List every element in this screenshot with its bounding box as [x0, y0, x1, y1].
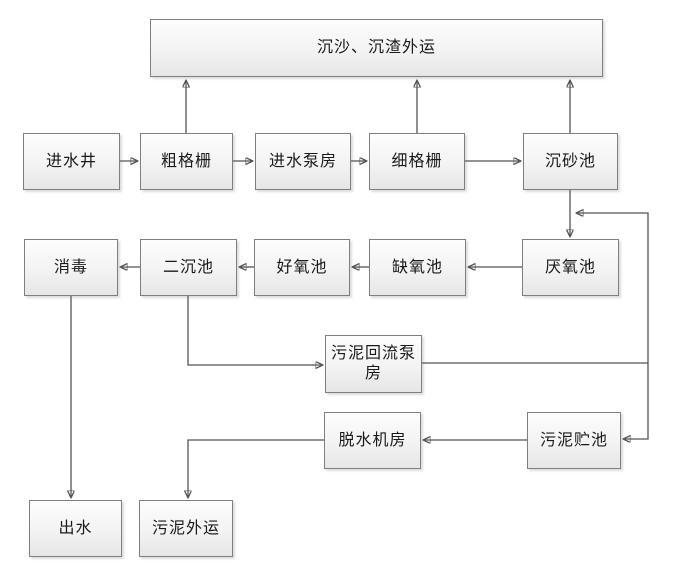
node-fine-screen: 细格栅: [369, 133, 465, 190]
node-sludge-transport: 污泥外运: [139, 500, 233, 557]
node-secondary-clarifier: 二沉池: [140, 239, 237, 296]
node-disinfection: 消毒: [24, 239, 118, 296]
node-grit-chamber: 沉砂池: [523, 133, 618, 190]
node-anoxic-tank: 缺氧池: [369, 239, 466, 296]
node-aerobic-tank: 好氧池: [254, 239, 350, 296]
node-residue-transport: 沉沙、沉渣外运: [150, 19, 603, 77]
node-inlet-pump-house: 进水泵房: [255, 133, 351, 190]
node-sludge-storage-tank: 污泥贮池: [527, 412, 621, 469]
node-sludge-return-pump-house: 污泥回流泵房: [325, 335, 422, 393]
edge-returnpump-anaerobic: [577, 213, 649, 363]
node-anaerobic-tank: 厌氧池: [522, 239, 619, 296]
edge-dewatering-transport: [188, 439, 324, 497]
node-dewatering-house: 脱水机房: [324, 412, 421, 469]
node-coarse-screen: 粗格栅: [140, 133, 233, 190]
node-inlet-well: 进水井: [23, 133, 120, 190]
node-effluent: 出水: [29, 500, 122, 557]
edge-returnpump-storage: [624, 363, 649, 439]
edge-clarifier-returnpump: [187, 296, 322, 365]
